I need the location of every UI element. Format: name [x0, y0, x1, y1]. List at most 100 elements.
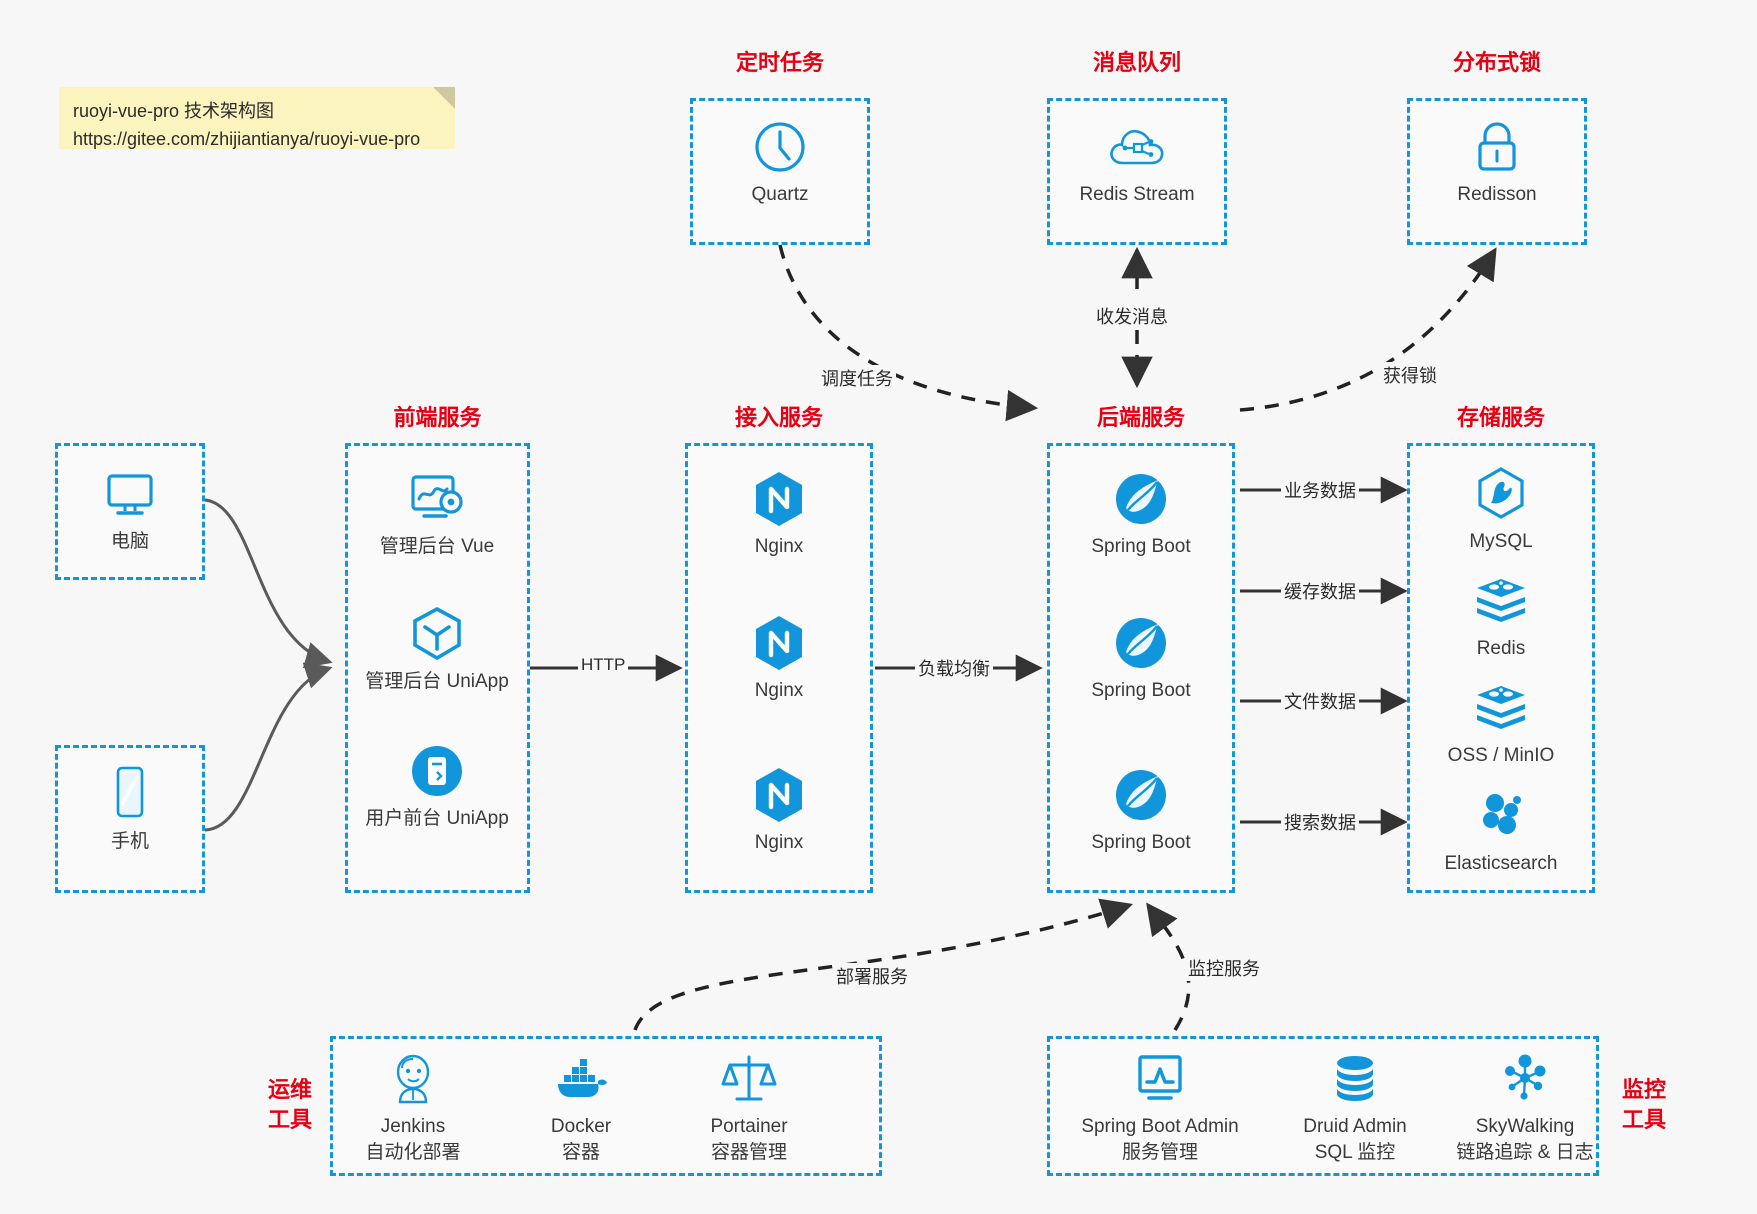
spring-boot-icon — [1066, 614, 1216, 672]
node-label: 管理后台 UniApp — [365, 671, 509, 692]
group-title-storage: 存储服务 — [1456, 405, 1545, 430]
node-spring-boot-2[interactable]: Spring Boot — [1066, 614, 1216, 704]
node-label: Spring Boot — [1091, 832, 1191, 853]
node-user-uniapp[interactable]: 用户前台 UniApp — [362, 742, 512, 832]
node-label: Spring Boot Admin — [1081, 1116, 1239, 1137]
node-redisson[interactable]: Redisson — [1422, 118, 1572, 208]
group-frontend — [345, 443, 530, 893]
skywalking-icon — [1435, 1050, 1615, 1108]
node-sublabel: 容器管理 — [710, 1142, 787, 1163]
edge-label-acquire-lock: 获得锁 — [1380, 362, 1440, 388]
app-window-icon — [362, 742, 512, 800]
node-mysql[interactable]: MySQL — [1426, 465, 1576, 555]
nginx-icon — [704, 614, 854, 672]
node-mobile[interactable]: 手机 — [55, 765, 205, 855]
node-docker[interactable]: Docker 容器 — [506, 1050, 656, 1166]
node-redis[interactable]: Redis — [1426, 572, 1576, 662]
node-label: 用户前台 UniApp — [365, 808, 509, 829]
scales-icon — [674, 1050, 824, 1108]
phone-icon — [55, 765, 205, 823]
node-jenkins[interactable]: Jenkins 自动化部署 — [338, 1050, 488, 1166]
edge-label-send-receive-message: 收发消息 — [1093, 303, 1171, 329]
node-label: Nginx — [754, 832, 804, 853]
node-label: Redis — [1476, 638, 1526, 659]
group-mq — [1047, 98, 1227, 245]
devops-title-line1: 运维 — [267, 1077, 312, 1102]
nginx-icon — [704, 766, 854, 824]
node-spring-boot-1[interactable]: Spring Boot — [1066, 470, 1216, 560]
sticky-note: ruoyi-vue-pro 技术架构图 https://gitee.com/zh… — [59, 87, 455, 149]
node-oss-minio[interactable]: OSS / MinIO — [1426, 679, 1576, 769]
node-spring-boot-admin[interactable]: Spring Boot Admin 服务管理 — [1065, 1050, 1255, 1166]
node-nginx-3[interactable]: Nginx — [704, 766, 854, 856]
node-label: Jenkins — [380, 1116, 446, 1137]
cloud-network-icon — [1062, 118, 1212, 176]
edge-label-file-data: 文件数据 — [1281, 688, 1359, 714]
edge-label-load-balance: 负载均衡 — [915, 655, 993, 681]
desktop-icon — [55, 465, 205, 523]
note-fold-corner — [433, 87, 455, 109]
node-sublabel: 链路追踪 & 日志 — [1456, 1142, 1594, 1163]
node-sublabel: 容器 — [561, 1142, 600, 1163]
node-sublabel: 服务管理 — [1121, 1142, 1198, 1163]
node-pc[interactable]: 电脑 — [55, 465, 205, 555]
monitor-chart-icon — [1065, 1050, 1255, 1108]
node-skywalking[interactable]: SkyWalking 链路追踪 & 日志 — [1435, 1050, 1615, 1166]
redis-icon — [1426, 572, 1576, 630]
mysql-icon — [1426, 465, 1576, 523]
edge-label-cache-data: 缓存数据 — [1281, 578, 1359, 604]
node-nginx-1[interactable]: Nginx — [704, 470, 854, 560]
node-label: 管理后台 Vue — [379, 536, 495, 557]
node-label: Nginx — [754, 680, 804, 701]
edge-label-deploy-service: 部署服务 — [833, 963, 911, 989]
node-label: MySQL — [1469, 531, 1533, 552]
node-label: 手机 — [110, 831, 149, 852]
node-label: Docker — [550, 1116, 612, 1137]
group-title-mq: 消息队列 — [1092, 50, 1181, 75]
group-title-scheduler: 定时任务 — [735, 50, 824, 75]
node-sublabel: SQL 监控 — [1314, 1142, 1396, 1163]
node-label: OSS / MinIO — [1447, 745, 1555, 766]
node-label: Quartz — [751, 184, 809, 205]
node-label: Portainer — [710, 1116, 788, 1137]
group-title-devops: 运维 工具 — [258, 1075, 322, 1135]
node-druid-admin[interactable]: Druid Admin SQL 监控 — [1270, 1050, 1440, 1166]
group-title-frontend: 前端服务 — [393, 405, 482, 430]
node-label: Redis Stream — [1079, 184, 1195, 205]
node-admin-uniapp[interactable]: 管理后台 UniApp — [362, 605, 512, 695]
edge-label-schedule-task: 调度任务 — [818, 365, 896, 391]
node-redis-stream[interactable]: Redis Stream — [1062, 118, 1212, 208]
edge-label-search-data: 搜索数据 — [1281, 809, 1359, 835]
node-spring-boot-3[interactable]: Spring Boot — [1066, 766, 1216, 856]
group-title-lock: 分布式锁 — [1452, 50, 1541, 75]
node-label: Druid Admin — [1303, 1116, 1407, 1137]
dashboard-gear-icon — [362, 470, 512, 528]
note-line-url: https://gitee.com/zhijiantianya/ruoyi-vu… — [73, 129, 421, 149]
node-label: Redisson — [1457, 184, 1537, 205]
database-icon — [1270, 1050, 1440, 1108]
node-label: Elasticsearch — [1444, 853, 1558, 874]
clock-icon — [705, 118, 855, 176]
group-title-monitor: 监控 工具 — [1612, 1075, 1676, 1135]
edge-label-http: HTTP — [578, 655, 629, 675]
monitor-title-line1: 监控 — [1621, 1077, 1666, 1102]
node-nginx-2[interactable]: Nginx — [704, 614, 854, 704]
node-elasticsearch[interactable]: Elasticsearch — [1426, 787, 1576, 877]
edge-label-monitor-service: 监控服务 — [1185, 955, 1263, 981]
node-label: Nginx — [754, 536, 804, 557]
nginx-icon — [704, 470, 854, 528]
node-sublabel: 自动化部署 — [365, 1142, 461, 1163]
spring-boot-icon — [1066, 470, 1216, 528]
note-line-title: ruoyi-vue-pro 技术架构图 — [73, 101, 275, 121]
elasticsearch-icon — [1426, 787, 1576, 845]
devops-title-line2: 工具 — [267, 1107, 312, 1132]
group-title-gateway: 接入服务 — [734, 405, 823, 430]
node-quartz[interactable]: Quartz — [705, 118, 855, 208]
node-portainer[interactable]: Portainer 容器管理 — [674, 1050, 824, 1166]
jenkins-icon — [338, 1050, 488, 1108]
node-admin-vue[interactable]: 管理后台 Vue — [362, 470, 512, 560]
spring-boot-icon — [1066, 766, 1216, 824]
lock-icon — [1422, 118, 1572, 176]
group-title-backend: 后端服务 — [1096, 405, 1185, 430]
